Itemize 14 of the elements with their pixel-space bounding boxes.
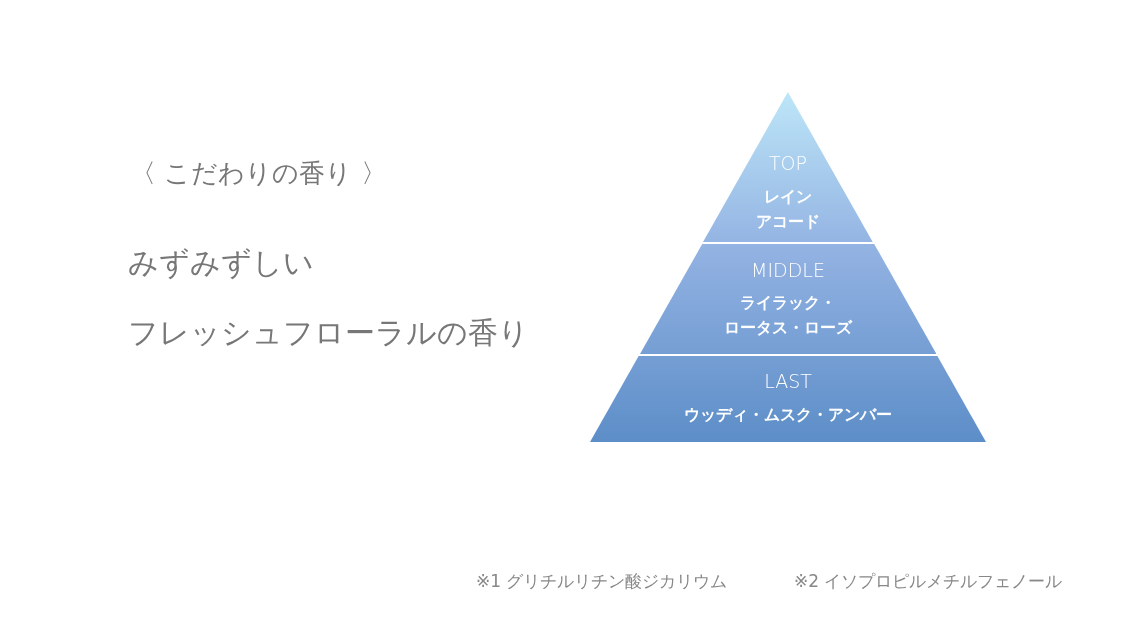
footnote: ※1 グリチルリチン酸ジカリウム bbox=[476, 570, 728, 593]
tier-notes: ライラック・ロータス・ローズ bbox=[723, 292, 854, 339]
tier-label: LAST bbox=[763, 370, 813, 393]
tagline: みずみずしい bbox=[128, 244, 314, 282]
pyramid-tier bbox=[703, 92, 873, 242]
heading: 〈 こだわりの香り 〉 bbox=[130, 157, 387, 190]
pyramid-tier bbox=[590, 356, 986, 442]
tier-notes: ウッディ・ムスク・アンバー bbox=[683, 404, 893, 426]
footnote: ※2 イソプロピルメチルフェノール bbox=[794, 570, 1063, 593]
tier-label: TOP bbox=[767, 152, 808, 175]
pyramid-tier bbox=[639, 244, 937, 354]
tier-notes: レインアコード bbox=[755, 186, 821, 233]
tagline: フレッシュフローラルの香り bbox=[128, 314, 529, 352]
tier-label: MIDDLE bbox=[750, 259, 826, 282]
